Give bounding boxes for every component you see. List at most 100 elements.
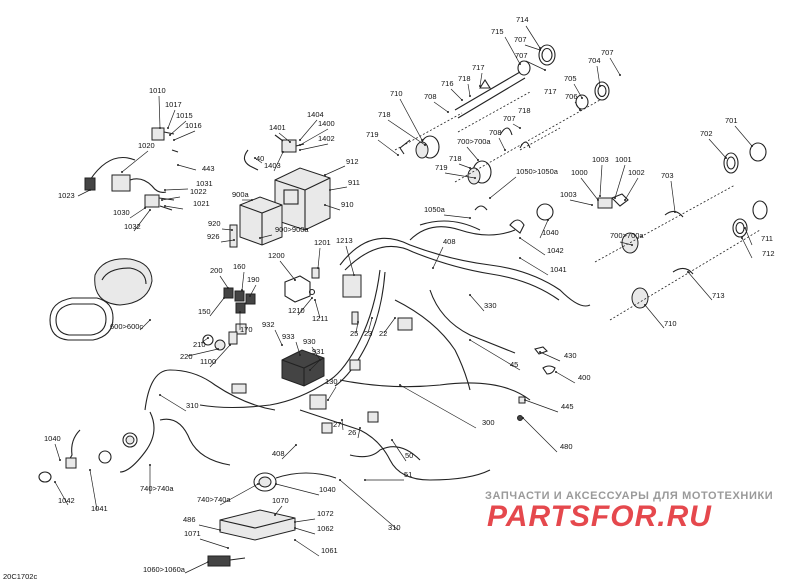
leader-line [573, 83, 583, 99]
callout-label: 27 [333, 420, 341, 429]
callout-label: 932 [262, 320, 275, 329]
callout-label: 50 [405, 451, 413, 460]
callout-label: 1213 [336, 236, 353, 245]
callout-label: 706 [565, 92, 578, 101]
leader-line [734, 125, 753, 147]
leader-line [596, 65, 601, 87]
callout-label: 708 [424, 92, 437, 101]
leader-line [504, 36, 521, 65]
leader-line [479, 72, 483, 87]
callout-label: 710 [390, 89, 403, 98]
leader-dot [397, 154, 399, 156]
callout-label: 910 [341, 200, 354, 209]
leader-line [624, 177, 639, 201]
switch-panel-150-200 [202, 287, 256, 351]
leader-line [184, 561, 209, 574]
leader-dot [674, 211, 676, 213]
callout-label: 1071 [184, 529, 201, 538]
callout-label: 190 [247, 275, 260, 284]
leader-line [450, 88, 463, 101]
leader-line [467, 83, 471, 97]
leader-line [294, 527, 316, 535]
callout-label: 912 [346, 157, 359, 166]
callout-label: 220 [180, 352, 193, 361]
leader-line [524, 44, 541, 51]
callout-label: 160 [233, 262, 246, 271]
leader-dot [207, 337, 209, 339]
callout-label: 1210 [288, 306, 305, 315]
leader-line [512, 123, 521, 129]
callout-label: 930 [303, 337, 316, 346]
leader-dot [394, 317, 396, 319]
mounting-plate-1070 [207, 509, 296, 567]
callout-label: 1050>1050a [516, 167, 559, 176]
leader-line [367, 317, 373, 334]
leader-dot [479, 85, 481, 87]
leader-dot [309, 369, 311, 371]
leader-dot [474, 177, 476, 179]
leader-dot [299, 149, 301, 151]
leader-dot [477, 159, 479, 161]
leader-line [199, 538, 229, 549]
callout-label: 1404 [307, 110, 324, 119]
callout-label: 710 [664, 319, 677, 328]
leader-dot [327, 399, 329, 401]
leader-line [522, 417, 558, 453]
callout-label: 707 [514, 35, 527, 44]
leader-line [254, 157, 263, 164]
leader-line [555, 371, 576, 384]
leader-dot [339, 479, 341, 481]
leader-line [129, 207, 146, 219]
callout-label: 408 [272, 449, 285, 458]
callout-label: 1041 [550, 265, 567, 274]
leader-dot [341, 419, 343, 421]
leader-dot [149, 209, 151, 211]
callout-label: 714 [516, 15, 529, 24]
callout-label: 300 [482, 418, 495, 427]
leader-dot [725, 157, 727, 159]
callout-label: 1020 [138, 141, 155, 150]
leader-dot [159, 394, 161, 396]
leader-line [324, 204, 341, 211]
leader-line [327, 386, 337, 401]
callout-label: 1062 [317, 524, 334, 533]
switch-1200-bracket-1213 [351, 311, 359, 325]
leader-dot [399, 384, 401, 386]
leader-dot [539, 47, 541, 49]
leader-dot [249, 295, 251, 297]
leader-dot [149, 319, 151, 321]
headlight-assembly-upper [394, 44, 556, 159]
leader-dot [259, 237, 261, 239]
leader-line [489, 176, 517, 199]
leader-line [221, 228, 233, 231]
callout-label: 712 [762, 249, 775, 258]
leader-dot [432, 267, 434, 269]
callout-label: 920 [208, 219, 221, 228]
leader-line [357, 427, 361, 439]
leader-line [574, 101, 581, 111]
leader-line [299, 143, 329, 151]
leader-dot [207, 561, 209, 563]
leader-dot [289, 141, 291, 143]
leader-dot [469, 167, 471, 169]
handlebar-switch-assembly [84, 127, 179, 211]
leader-line [619, 241, 633, 246]
callout-label: 1042 [58, 496, 75, 505]
callout-label: 22 [379, 329, 387, 338]
leader-dot [294, 527, 296, 529]
callout-label: 1041 [91, 504, 108, 513]
leader-line [273, 151, 284, 172]
leader-dot [371, 317, 373, 319]
callout-label: 400 [578, 373, 591, 382]
leader-dot [89, 469, 91, 471]
leader-line [708, 138, 727, 159]
electronic-module-910 [274, 167, 331, 231]
callout-label: 1030 [113, 208, 130, 217]
leader-dot [54, 481, 56, 483]
leader-line [200, 337, 209, 344]
leader-line [644, 304, 665, 329]
callout-label: 1022 [190, 187, 207, 196]
callout-label: 1003 [560, 190, 577, 199]
leader-line [569, 199, 593, 206]
